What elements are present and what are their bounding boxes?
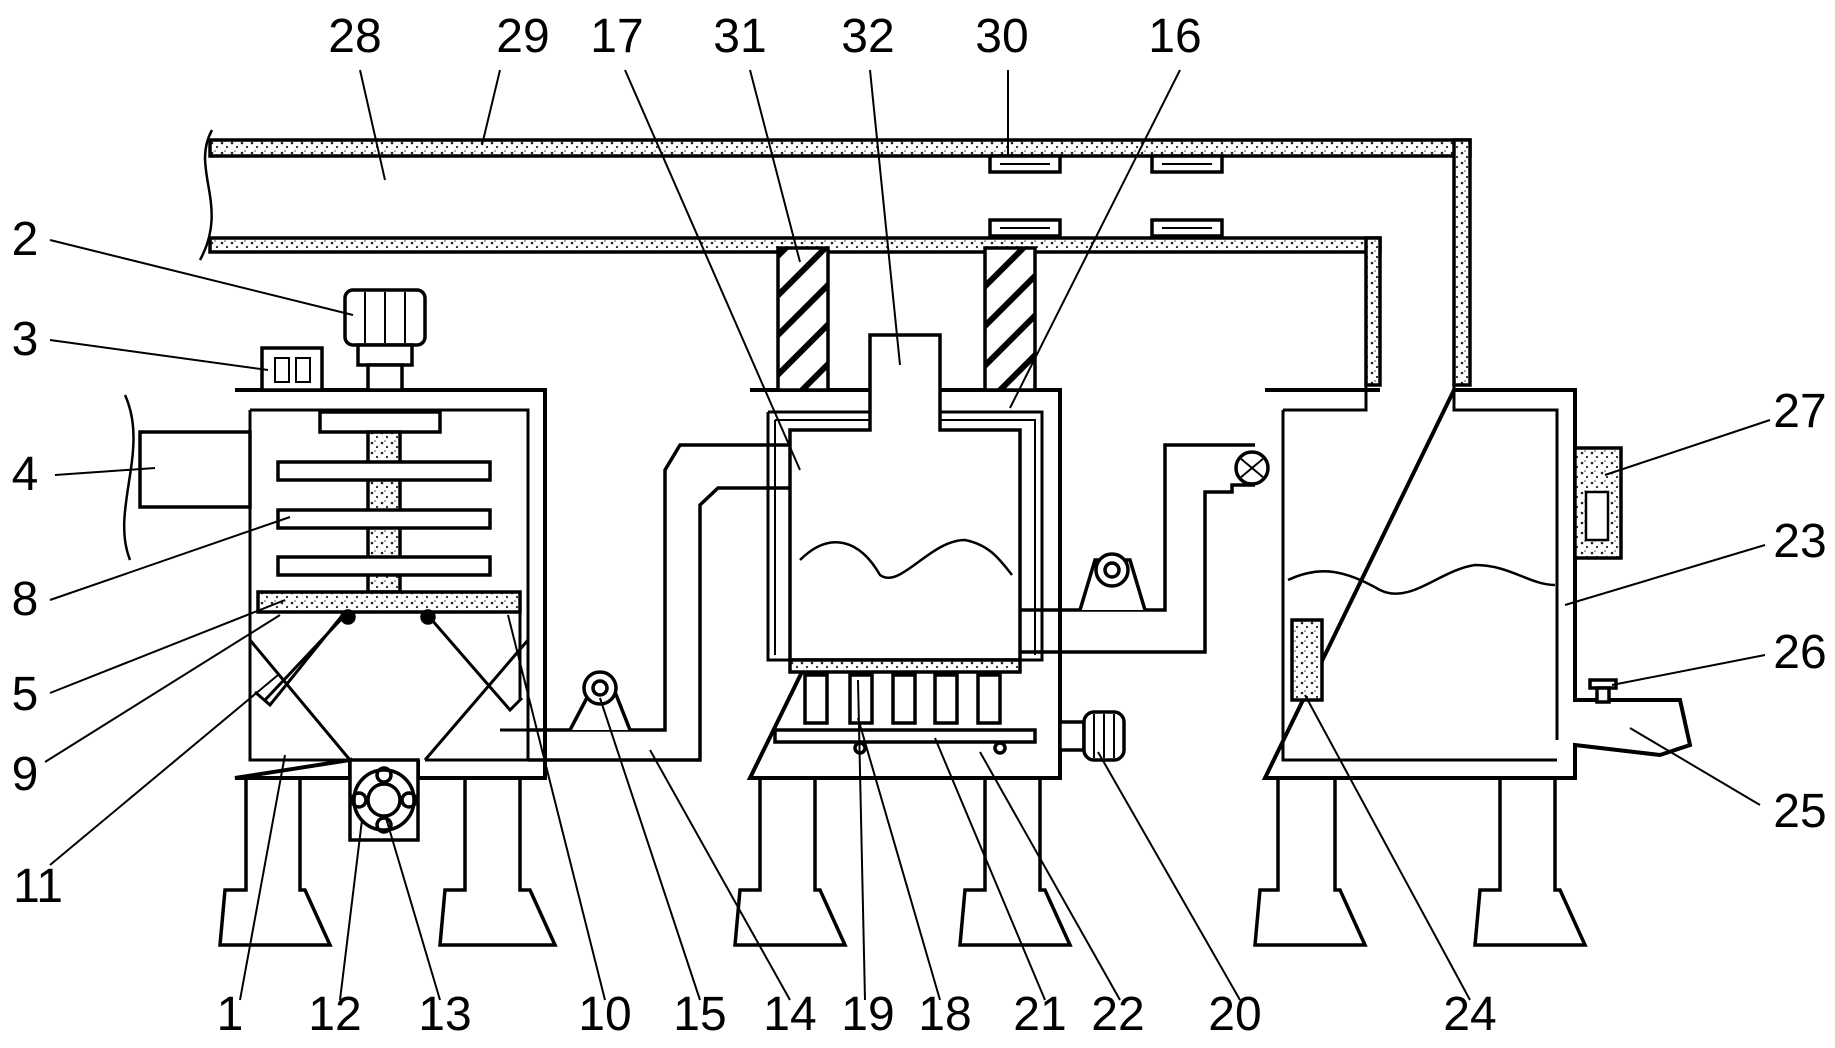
right-tank — [1253, 385, 1693, 947]
label-20: 20 — [1208, 988, 1261, 1041]
control-box — [260, 346, 324, 392]
label-24: 24 — [1443, 988, 1496, 1041]
drive-shaft — [773, 728, 1037, 744]
label-14: 14 — [763, 988, 816, 1041]
outlet-valve — [1595, 686, 1611, 704]
leg — [218, 778, 333, 947]
filter-screen — [256, 590, 522, 614]
label-13: 13 — [418, 988, 471, 1041]
transfer-pipe — [528, 443, 805, 762]
label-1: 1 — [217, 988, 244, 1041]
leg — [1253, 778, 1368, 947]
label-17: 17 — [590, 10, 643, 63]
leg — [958, 778, 1073, 947]
label-32: 32 — [841, 10, 894, 63]
label-21: 21 — [1013, 988, 1066, 1041]
label-22: 22 — [1091, 988, 1144, 1041]
label-4: 4 — [12, 448, 39, 501]
leg — [733, 778, 848, 947]
label-19: 19 — [841, 988, 894, 1041]
label-9: 9 — [12, 748, 39, 801]
label-25: 25 — [1773, 785, 1826, 838]
label-30: 30 — [975, 10, 1028, 63]
left-tank — [122, 288, 558, 947]
label-28: 28 — [328, 10, 381, 63]
label-8: 8 — [12, 573, 39, 626]
label-12: 12 — [308, 988, 361, 1041]
label-10: 10 — [578, 988, 631, 1041]
pump — [582, 670, 618, 706]
label-16: 16 — [1148, 10, 1201, 63]
label-18: 18 — [918, 988, 971, 1041]
level-sensor — [1290, 618, 1324, 702]
support-column — [983, 246, 1037, 392]
label-11: 11 — [13, 860, 63, 913]
nozzle-array — [788, 658, 1022, 725]
part-labels: 28 29 17 31 32 30 16 2 3 4 8 5 9 11 1 12… — [12, 10, 1827, 1041]
label-23: 23 — [1773, 515, 1826, 568]
stirring-blade — [276, 555, 492, 577]
drain-valve — [352, 768, 416, 832]
stirring-blade — [276, 460, 492, 482]
label-31: 31 — [713, 10, 766, 63]
label-3: 3 — [12, 313, 39, 366]
leader-lines — [44, 69, 1771, 1001]
label-27: 27 — [1773, 385, 1826, 438]
label-5: 5 — [12, 668, 39, 721]
leg — [438, 778, 558, 947]
label-29: 29 — [496, 10, 549, 63]
support-column — [776, 246, 830, 392]
label-26: 26 — [1773, 626, 1826, 679]
label-2: 2 — [12, 213, 39, 266]
middle-tank — [733, 246, 1126, 947]
label-15: 15 — [673, 988, 726, 1041]
stirring-blade — [276, 508, 492, 530]
inlet-pipe — [138, 430, 252, 509]
pump — [1094, 552, 1130, 588]
leg — [1473, 778, 1588, 947]
outlet-pipe — [1020, 443, 1270, 654]
